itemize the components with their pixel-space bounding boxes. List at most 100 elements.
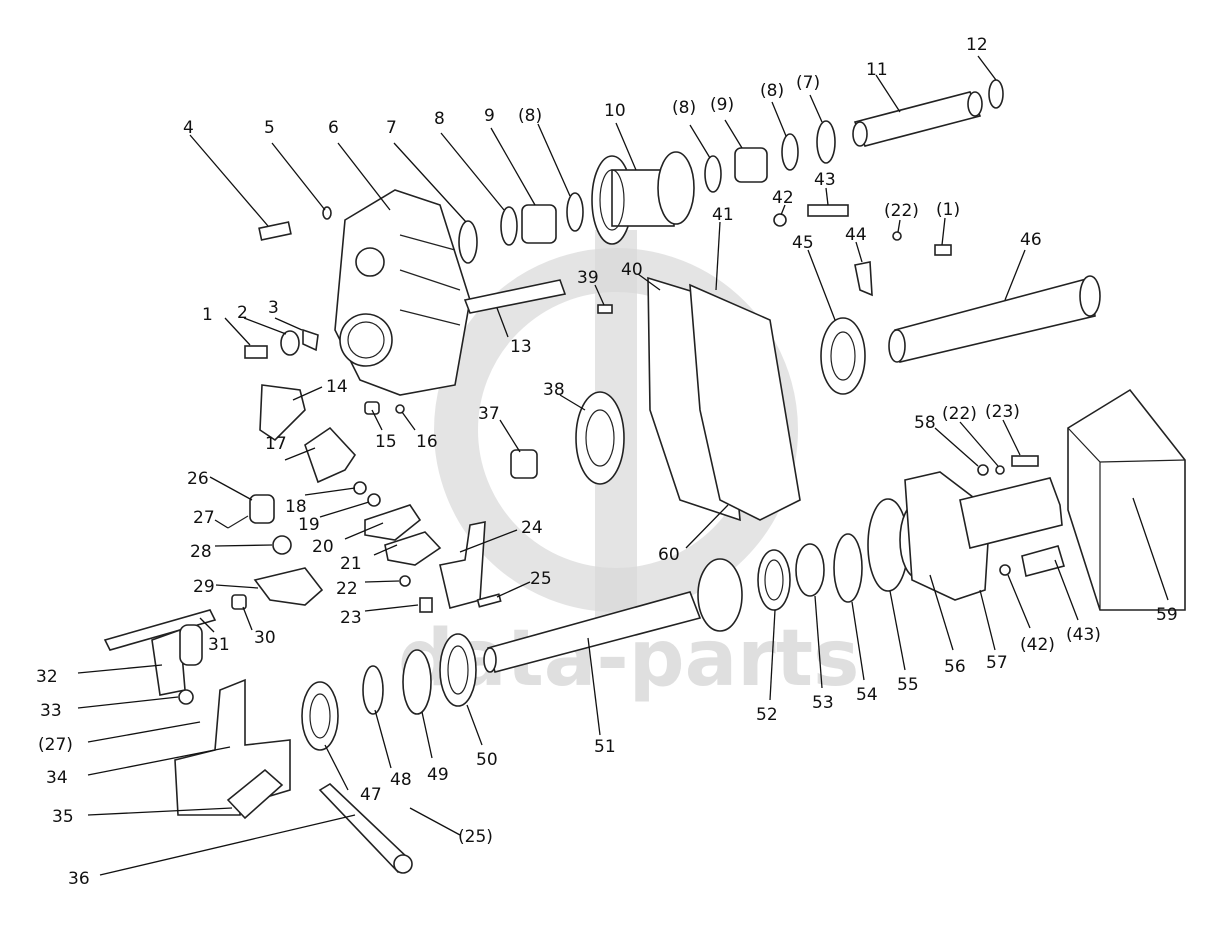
leader-7 <box>393 142 467 223</box>
leader-9b <box>724 119 743 149</box>
leader-52 <box>769 609 776 701</box>
tube-57b-part <box>959 477 1063 549</box>
callout-23: 23 <box>340 608 362 628</box>
leader-58 <box>934 427 979 467</box>
leader-32 <box>77 664 163 674</box>
leader-37 <box>499 419 521 453</box>
snap-ring-12-part <box>988 79 1004 109</box>
callout-38: 38 <box>543 380 565 400</box>
leader-42b <box>1007 574 1031 629</box>
callout-54: 54 <box>856 685 878 705</box>
leader-33 <box>77 696 179 709</box>
callout-20: 20 <box>312 537 334 557</box>
callout-11: 11 <box>866 60 888 80</box>
callout-24: 24 <box>521 518 543 538</box>
callout-43: 43 <box>814 170 836 190</box>
callout-43b: (43) <box>1066 625 1101 645</box>
leader-22b <box>897 219 901 233</box>
bracket-24-part <box>439 521 486 609</box>
callout-22b: (22) <box>884 201 919 221</box>
callout-42b: (42) <box>1020 635 1055 655</box>
shaft-11-part <box>852 91 983 147</box>
callout-27b: (27) <box>38 735 73 755</box>
callout-8d: (8) <box>760 81 784 101</box>
washer-22-part <box>399 575 411 587</box>
bearing-47-part <box>301 681 339 751</box>
bolt-23b-part <box>1011 455 1039 467</box>
leader-7b <box>809 94 823 123</box>
leader-26 <box>209 476 253 501</box>
bearing-50-part <box>439 633 477 707</box>
leader-8b <box>537 123 571 197</box>
callout-58: 58 <box>914 413 936 433</box>
bearing-52-part <box>757 549 791 611</box>
leader-22 <box>364 580 400 583</box>
leader-54 <box>851 601 865 681</box>
plate-44-part <box>854 261 873 297</box>
leader-27b <box>87 721 201 743</box>
ring-7-part <box>458 220 478 264</box>
gear-38-part <box>575 391 625 485</box>
clevis-29-part <box>253 567 324 606</box>
leader-23 <box>364 604 419 612</box>
leader-16 <box>401 411 416 431</box>
leader-36 <box>99 814 356 876</box>
callout-5: 5 <box>264 118 275 138</box>
leader-1b <box>941 217 946 246</box>
ball-16-part <box>395 404 405 414</box>
leader-56 <box>929 574 954 651</box>
leader-39 <box>594 284 605 306</box>
callout-44: 44 <box>845 225 867 245</box>
ring-7b-part <box>816 120 836 164</box>
callout-39: 39 <box>577 268 599 288</box>
washer-22c-part <box>995 465 1005 475</box>
leader-44 <box>855 241 863 263</box>
callout-25: 25 <box>530 569 552 589</box>
callout-26: 26 <box>187 469 209 489</box>
callout-14: 14 <box>326 377 348 397</box>
rod-31-part <box>103 609 217 651</box>
leader-24 <box>459 529 518 553</box>
leader-2 <box>243 317 287 335</box>
bolt-4-part <box>258 221 292 241</box>
leader-5 <box>271 142 326 211</box>
callout-45: 45 <box>792 233 814 253</box>
bolt-1-part <box>244 345 268 359</box>
callout-30: 30 <box>254 628 276 648</box>
leader-59 <box>1132 497 1169 601</box>
callout-9: 9 <box>484 106 495 126</box>
callout-13: 13 <box>510 337 532 357</box>
callout-57: 57 <box>986 653 1008 673</box>
callout-1b: (1) <box>936 200 960 220</box>
pin-39-part <box>597 304 613 314</box>
leader-42 <box>780 204 786 216</box>
callout-21: 21 <box>340 554 362 574</box>
washer-58-part <box>977 464 989 476</box>
callout-31: 31 <box>208 635 230 655</box>
callout-1: 1 <box>202 305 213 325</box>
callout-47: 47 <box>360 785 382 805</box>
callout-32: 32 <box>36 667 58 687</box>
callout-37: 37 <box>478 404 500 424</box>
leader-43b <box>1054 559 1079 621</box>
gasket-20-part <box>364 504 422 541</box>
pin-26-part <box>249 494 275 524</box>
leader-23b <box>1002 419 1021 456</box>
callout-59: 59 <box>1156 605 1178 625</box>
leader-49 <box>421 711 433 759</box>
leader-60 <box>685 504 729 549</box>
bearing-45-part <box>820 317 866 395</box>
guard-59-part <box>1067 388 1186 611</box>
knob-35-part <box>226 768 284 820</box>
leader-47 <box>324 744 349 791</box>
bolt-1b-part <box>934 244 952 256</box>
ring-49-part <box>402 649 432 715</box>
needle-bearing-37-part <box>510 449 538 479</box>
callout-50: 50 <box>476 750 498 770</box>
callout-29: 29 <box>193 577 215 597</box>
leader-13 <box>496 307 509 338</box>
leader-22c <box>959 421 999 467</box>
callout-36: 36 <box>68 869 90 889</box>
needle-bearing-9b-part <box>734 147 768 183</box>
callout-18: 18 <box>285 497 307 517</box>
